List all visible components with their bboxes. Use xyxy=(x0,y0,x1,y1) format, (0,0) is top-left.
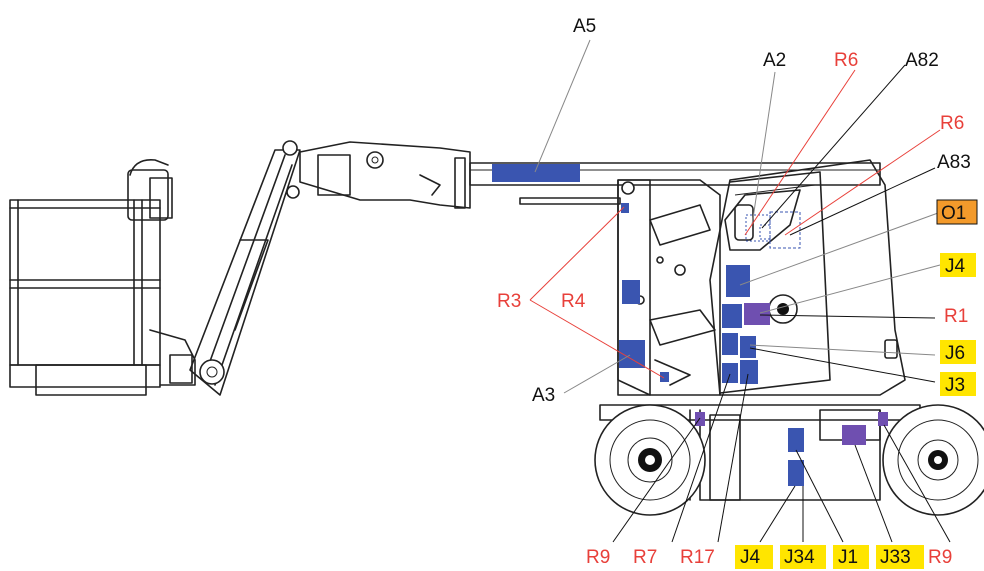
label-j6: J6 xyxy=(945,343,965,364)
label-j3: J3 xyxy=(945,375,965,396)
left-wheel xyxy=(594,404,706,516)
right-wheel xyxy=(882,404,984,516)
label-a3: A3 xyxy=(532,385,555,406)
label-r1: R1 xyxy=(944,306,968,327)
label-j34: J34 xyxy=(784,547,815,568)
label-a83: A83 xyxy=(937,152,971,173)
label-r3: R3 xyxy=(497,291,521,312)
callout-labels: A5 A2 R6 A82 R6 A83 O1 J4 R1 J6 J3 R3 R4… xyxy=(497,16,971,568)
leader-lines xyxy=(529,39,951,543)
label-j4-bottom: J4 xyxy=(740,547,761,568)
upper-boom xyxy=(299,141,881,209)
label-r17: R17 xyxy=(680,547,715,568)
label-a5: A5 xyxy=(573,16,596,37)
label-a82: A82 xyxy=(905,50,939,71)
turret-mast xyxy=(617,179,721,396)
chassis xyxy=(599,404,921,501)
label-o1: O1 xyxy=(941,203,966,224)
label-r4: R4 xyxy=(561,291,586,312)
turret-hood xyxy=(709,159,906,396)
label-r9-left: R9 xyxy=(586,547,610,568)
label-j4-right: J4 xyxy=(945,256,966,277)
label-r6-mid: R6 xyxy=(940,113,964,134)
platform-basket xyxy=(9,158,196,396)
label-highlights xyxy=(735,199,978,569)
label-j33: J33 xyxy=(880,547,911,568)
label-r9-right: R9 xyxy=(928,547,952,568)
label-a2: A2 xyxy=(763,50,786,71)
label-r6-top: R6 xyxy=(834,50,858,71)
jib-arm xyxy=(189,140,301,396)
label-r7: R7 xyxy=(633,547,657,568)
label-j1: J1 xyxy=(838,547,858,568)
